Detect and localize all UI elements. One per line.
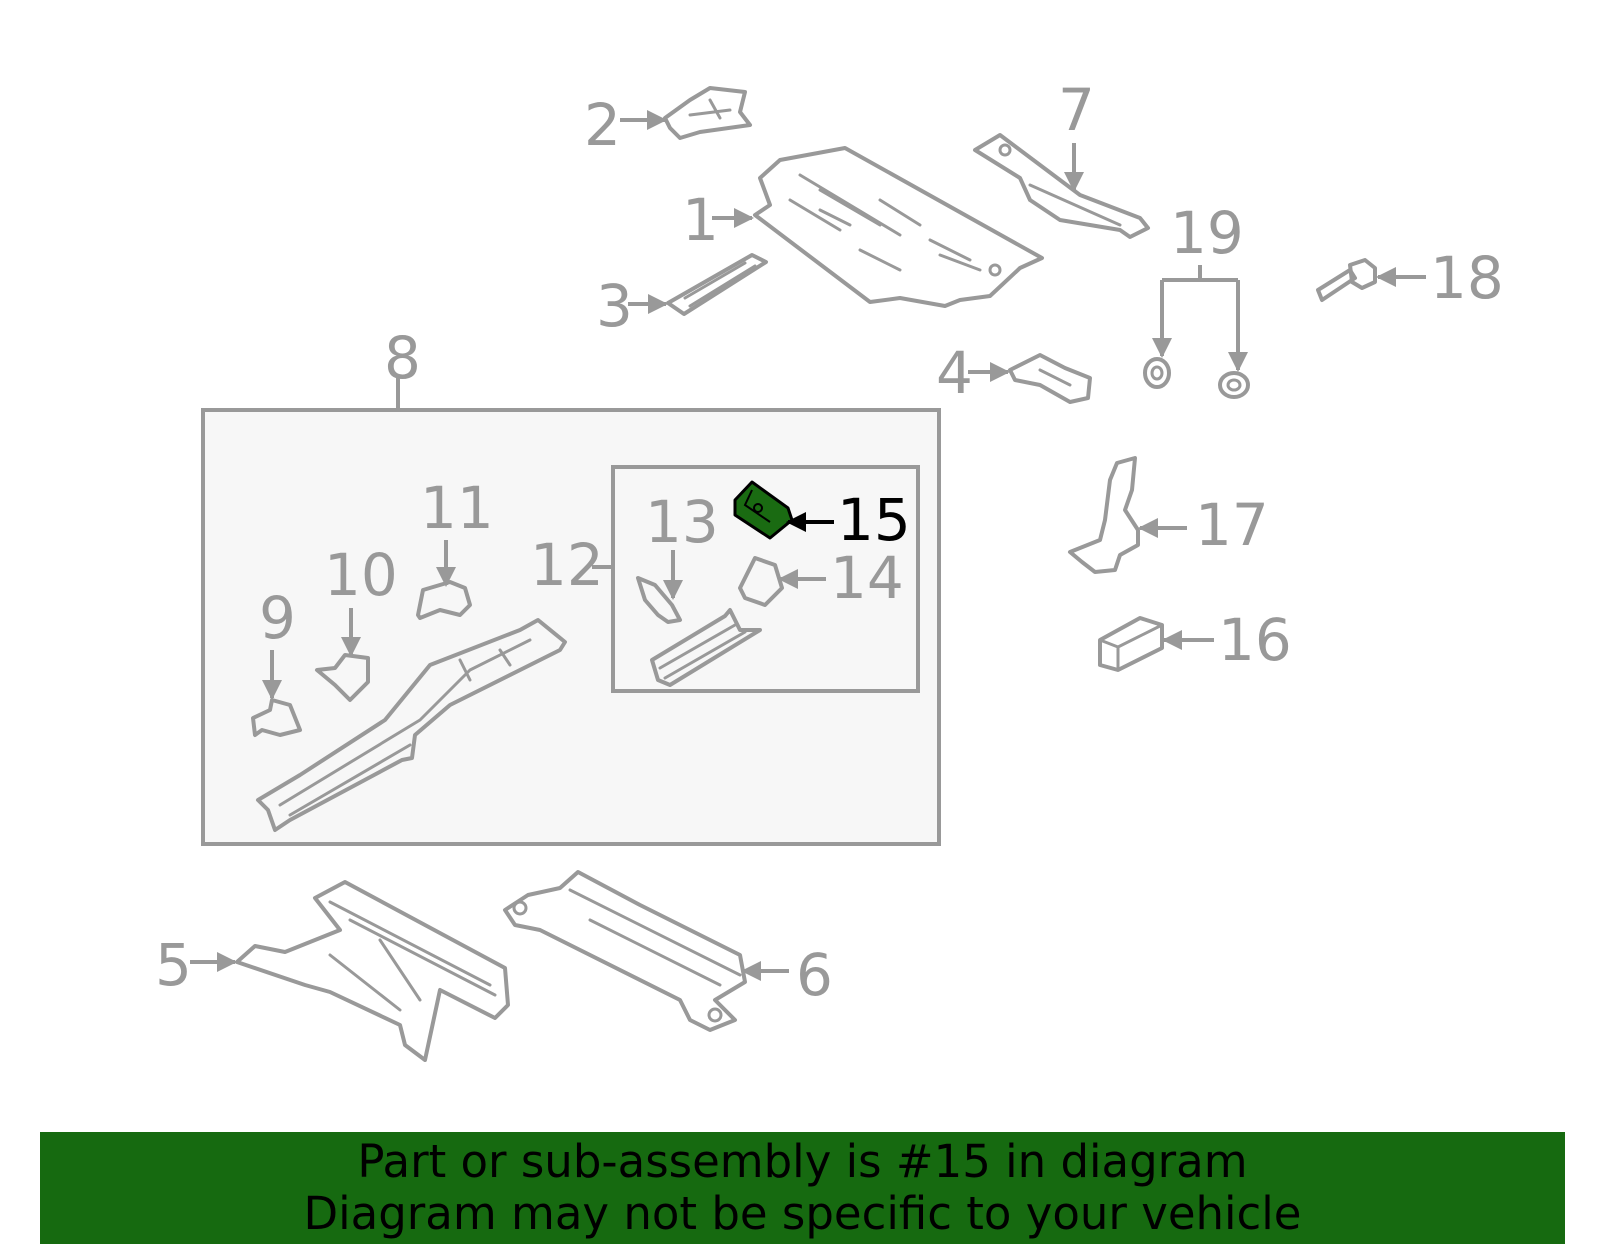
- callout-10[interactable]: 10: [324, 541, 398, 609]
- part-2-bracket[interactable]: [663, 86, 752, 140]
- callout-7[interactable]: 7: [1058, 76, 1095, 144]
- callout-14[interactable]: 14: [830, 544, 904, 612]
- callout-19[interactable]: 19: [1170, 199, 1244, 267]
- part-6-rail[interactable]: [503, 870, 747, 1032]
- part-18-bolt[interactable]: [1316, 258, 1377, 302]
- part-11-bracket[interactable]: [416, 580, 472, 620]
- callout-17[interactable]: 17: [1195, 491, 1269, 559]
- callout-5[interactable]: 5: [155, 931, 192, 999]
- callout-3[interactable]: 3: [596, 272, 633, 340]
- part-4-bracket[interactable]: [1008, 353, 1092, 404]
- callout-13[interactable]: 13: [645, 488, 719, 556]
- callout-11[interactable]: 11: [420, 474, 494, 542]
- part-1-floor-pan[interactable]: [753, 146, 1044, 308]
- leader-19: [1160, 265, 1238, 370]
- part-5-crossmember[interactable]: [235, 880, 510, 1062]
- reinforcement-12[interactable]: [650, 608, 762, 687]
- callout-15[interactable]: 15: [837, 486, 911, 554]
- callout-4[interactable]: 4: [936, 339, 973, 407]
- callout-12[interactable]: 12: [530, 531, 604, 599]
- part-19-nut-a[interactable]: [1143, 357, 1171, 389]
- part-9-bracket[interactable]: [251, 698, 302, 737]
- callout-2[interactable]: 2: [584, 91, 621, 159]
- part-3-rail[interactable]: [666, 253, 768, 316]
- part-19-nut-b[interactable]: [1218, 371, 1250, 399]
- info-banner: Part or sub-assembly is #15 in diagram D…: [40, 1132, 1565, 1244]
- frame-rail[interactable]: [256, 618, 567, 832]
- part-17-bracket[interactable]: [1068, 456, 1140, 574]
- callout-6[interactable]: 6: [796, 941, 833, 1009]
- part-16-block[interactable]: [1098, 616, 1164, 672]
- callout-1[interactable]: 1: [682, 186, 719, 254]
- part-7-bracket[interactable]: [973, 133, 1150, 239]
- part-10-bracket[interactable]: [315, 653, 370, 702]
- callout-16[interactable]: 16: [1218, 606, 1292, 674]
- callout-18[interactable]: 18: [1430, 244, 1504, 312]
- part-13-bracket[interactable]: [636, 576, 682, 624]
- callout-8[interactable]: 8: [384, 324, 421, 392]
- callout-9[interactable]: 9: [259, 584, 296, 652]
- banner-line-2: Diagram may not be specific to your vehi…: [303, 1187, 1302, 1240]
- banner-line-1: Part or sub-assembly is #15 in diagram: [357, 1135, 1248, 1188]
